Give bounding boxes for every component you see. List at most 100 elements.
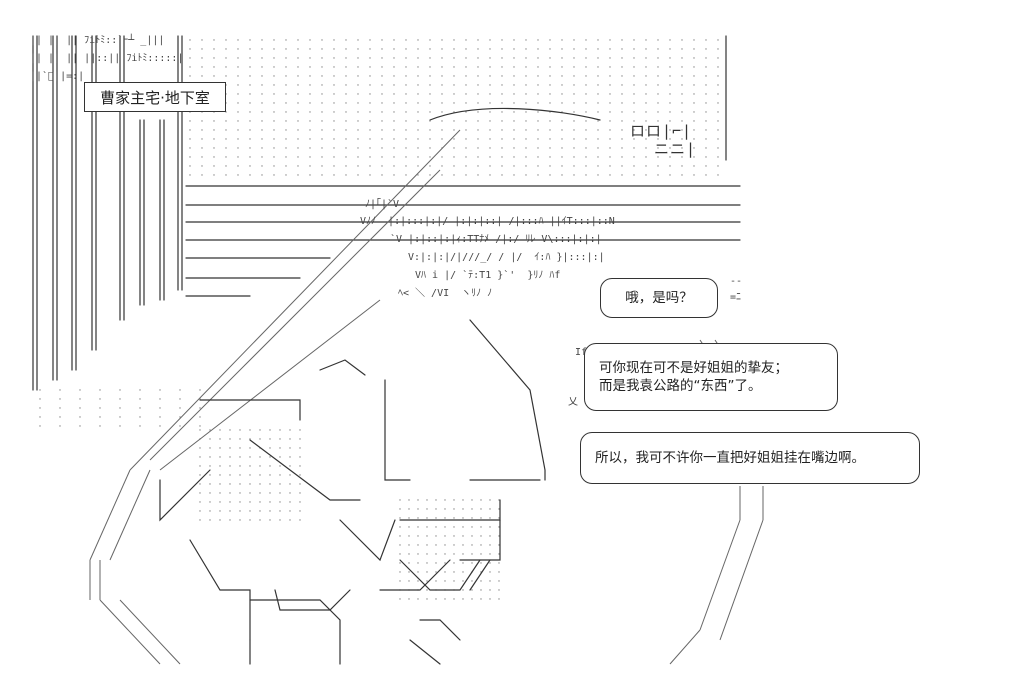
texture-dot xyxy=(561,165,563,167)
texture-dot xyxy=(573,156,575,158)
texture-dot xyxy=(597,120,599,122)
texture-dot xyxy=(633,57,635,59)
texture-dot xyxy=(417,102,419,104)
texture-dot xyxy=(393,138,395,140)
texture-dot xyxy=(249,120,251,122)
texture-dot xyxy=(489,147,491,149)
texture-dot xyxy=(139,389,141,391)
texture-dot xyxy=(525,57,527,59)
texture-dot xyxy=(645,138,647,140)
texture-dot xyxy=(269,456,271,458)
texture-dot xyxy=(209,474,211,476)
texture-dot xyxy=(285,138,287,140)
texture-dot xyxy=(405,111,407,113)
texture-dot xyxy=(609,111,611,113)
texture-dot xyxy=(417,535,419,537)
texture-dot xyxy=(705,120,707,122)
texture-dot xyxy=(453,120,455,122)
texture-dot xyxy=(249,57,251,59)
texture-dot xyxy=(597,84,599,86)
texture-dot xyxy=(693,84,695,86)
bubble-2-line-2: 而是我袁公路的“东西”了。 xyxy=(599,378,762,394)
aa-row-top-1: || || || ﾌiﾄﾐ::`ｰ┴ _||| xyxy=(30,35,165,46)
texture-dot xyxy=(297,57,299,59)
texture-dot xyxy=(333,66,335,68)
texture-dot xyxy=(633,174,635,176)
texture-dot xyxy=(633,120,635,122)
texture-dot xyxy=(285,84,287,86)
texture-dot xyxy=(597,147,599,149)
texture-dot xyxy=(309,138,311,140)
texture-dot xyxy=(477,57,479,59)
texture-dot xyxy=(299,510,301,512)
texture-dot xyxy=(453,84,455,86)
texture-dot xyxy=(477,93,479,95)
texture-dot xyxy=(225,39,227,41)
texture-dot xyxy=(273,129,275,131)
texture-dot xyxy=(525,156,527,158)
texture-dot xyxy=(321,39,323,41)
texture-dot xyxy=(333,174,335,176)
texture-dot xyxy=(489,156,491,158)
texture-dot xyxy=(525,129,527,131)
texture-dot xyxy=(705,174,707,176)
texture-dot xyxy=(471,544,473,546)
texture-dot xyxy=(609,39,611,41)
texture-dot xyxy=(249,456,251,458)
texture-dot xyxy=(139,407,141,409)
texture-dot xyxy=(369,174,371,176)
texture-dot xyxy=(561,93,563,95)
texture-dot xyxy=(393,156,395,158)
texture-dot xyxy=(585,111,587,113)
texture-dot xyxy=(297,174,299,176)
texture-dot xyxy=(261,129,263,131)
figure-outline xyxy=(159,107,601,665)
texture-dot xyxy=(199,465,201,467)
texture-dot xyxy=(39,398,41,400)
texture-dot xyxy=(477,138,479,140)
texture-dot xyxy=(429,66,431,68)
texture-dot xyxy=(426,580,428,582)
texture-dot xyxy=(219,447,221,449)
texture-dot xyxy=(717,102,719,104)
texture-dot xyxy=(357,75,359,77)
aa-row-top-2: || || || ||::|| ﾌiﾄﾐ:::::| xyxy=(30,53,184,64)
texture-dot xyxy=(99,398,101,400)
texture-dot xyxy=(408,508,410,510)
dot-texture xyxy=(39,39,719,600)
texture-dot xyxy=(537,48,539,50)
texture-dot xyxy=(279,519,281,521)
texture-dot xyxy=(621,84,623,86)
texture-dot xyxy=(261,120,263,122)
texture-dot xyxy=(609,156,611,158)
texture-dot xyxy=(693,93,695,95)
texture-dot xyxy=(681,48,683,50)
texture-dot xyxy=(681,129,683,131)
texture-dot xyxy=(621,39,623,41)
texture-dot xyxy=(426,553,428,555)
texture-dot xyxy=(405,57,407,59)
texture-dot xyxy=(179,425,181,427)
texture-dot xyxy=(159,398,161,400)
texture-dot xyxy=(99,407,101,409)
texture-dot xyxy=(693,102,695,104)
texture-dot xyxy=(645,66,647,68)
texture-dot xyxy=(669,84,671,86)
aa-face-row-4: V:|:|:|/|///_/ / |/ ｲ:ﾊ }|:::|:| xyxy=(408,252,605,263)
texture-dot xyxy=(453,580,455,582)
texture-dot xyxy=(225,138,227,140)
texture-dot xyxy=(345,156,347,158)
texture-dot xyxy=(225,66,227,68)
texture-dot xyxy=(259,501,261,503)
wall-sign-lower: ニニ| xyxy=(654,140,697,158)
texture-dot xyxy=(501,48,503,50)
texture-dot xyxy=(498,598,500,600)
texture-dot xyxy=(444,499,446,501)
texture-dot xyxy=(669,165,671,167)
texture-dot xyxy=(357,111,359,113)
texture-dot xyxy=(408,526,410,528)
texture-dot xyxy=(209,483,211,485)
texture-dot xyxy=(199,407,201,409)
texture-dot xyxy=(645,147,647,149)
texture-dot xyxy=(480,499,482,501)
